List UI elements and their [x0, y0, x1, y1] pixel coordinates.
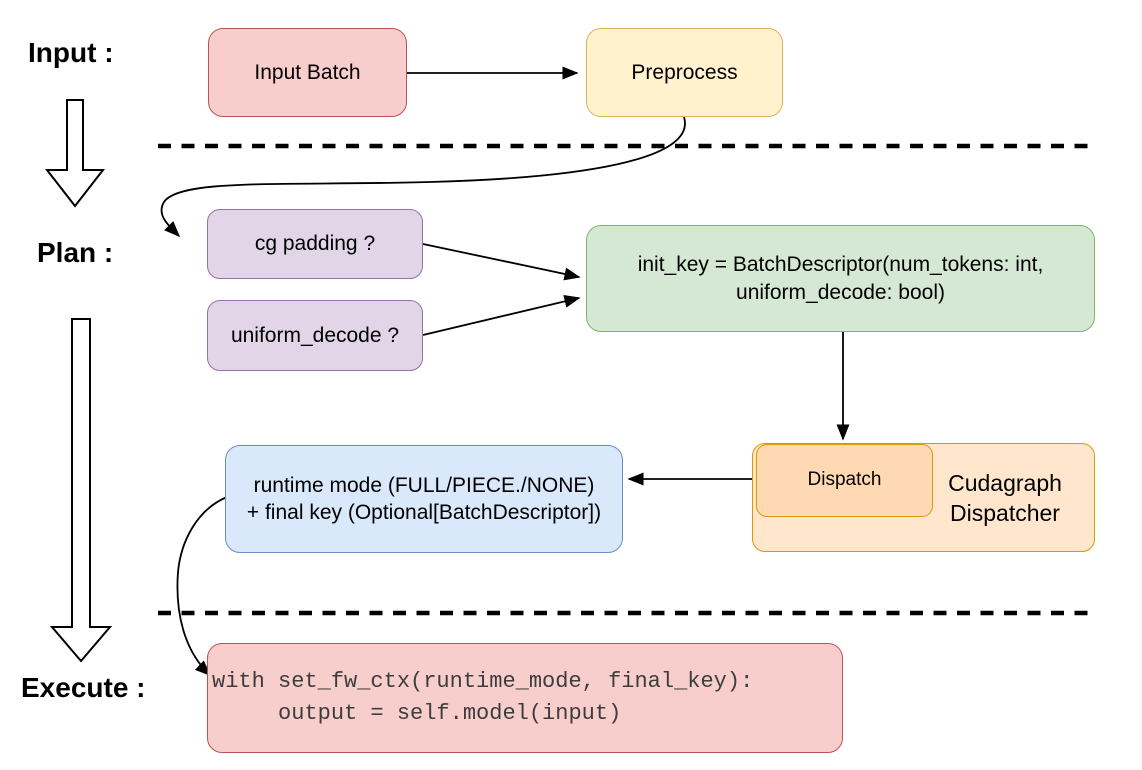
- node-dispatch-label: Dispatch: [807, 469, 882, 491]
- execute-code-line2: output = self.model(input): [212, 701, 622, 726]
- cudagraph-dispatcher-label: Cudagraph Dispatcher: [924, 444, 1086, 553]
- node-init-key-line1: init_key = BatchDescriptor(num_tokens: i…: [637, 253, 1044, 277]
- cudagraph-dispatcher-line2: Dispatcher: [950, 499, 1060, 526]
- node-runtime-mode: runtime mode (FULL/PIECE./NONE) + final …: [225, 445, 623, 553]
- execute-code-line1: with set_fw_ctx(runtime_mode, final_key)…: [212, 669, 754, 695]
- node-preprocess: Preprocess: [586, 28, 783, 117]
- arrow-preprocess-to-cg-padding: [160, 116, 686, 238]
- stage-label-execute: Execute :: [21, 672, 146, 703]
- node-runtime-mode-line2: + final key (Optional[BatchDescriptor]): [246, 501, 602, 524]
- arrow-uniform-decode-to-init-key: [422, 295, 581, 336]
- node-init-key-line2: uniform_decode: bool): [736, 280, 945, 304]
- stage-label-input: Input :: [28, 37, 114, 68]
- stage-label-plan: Plan :: [37, 237, 114, 268]
- node-input-batch: Input Batch: [208, 28, 407, 117]
- node-cg-padding: cg padding ?: [207, 209, 423, 279]
- node-cg-padding-label: cg padding ?: [254, 232, 376, 256]
- node-uniform-decode: uniform_decode ?: [207, 300, 423, 371]
- node-input-batch-label: Input Batch: [254, 60, 361, 84]
- hollow-arrow-plan-to-execute: [49, 318, 113, 663]
- arrow-cg-padding-to-init-key: [422, 243, 581, 281]
- arrow-runtime-mode-to-execute-code: [176, 496, 228, 677]
- node-uniform-decode-label: uniform_decode ?: [230, 323, 400, 347]
- node-dispatch: Dispatch: [756, 444, 933, 517]
- node-runtime-mode-line1: runtime mode (FULL/PIECE./NONE): [253, 473, 595, 497]
- node-init-key: init_key = BatchDescriptor(num_tokens: i…: [586, 225, 1095, 332]
- node-preprocess-label: Preprocess: [631, 60, 738, 84]
- hollow-arrow-input-to-plan: [44, 99, 106, 208]
- cudagraph-dispatcher-line1: Cudagraph: [948, 469, 1062, 496]
- node-execute-code: with set_fw_ctx(runtime_mode, final_key)…: [207, 643, 843, 753]
